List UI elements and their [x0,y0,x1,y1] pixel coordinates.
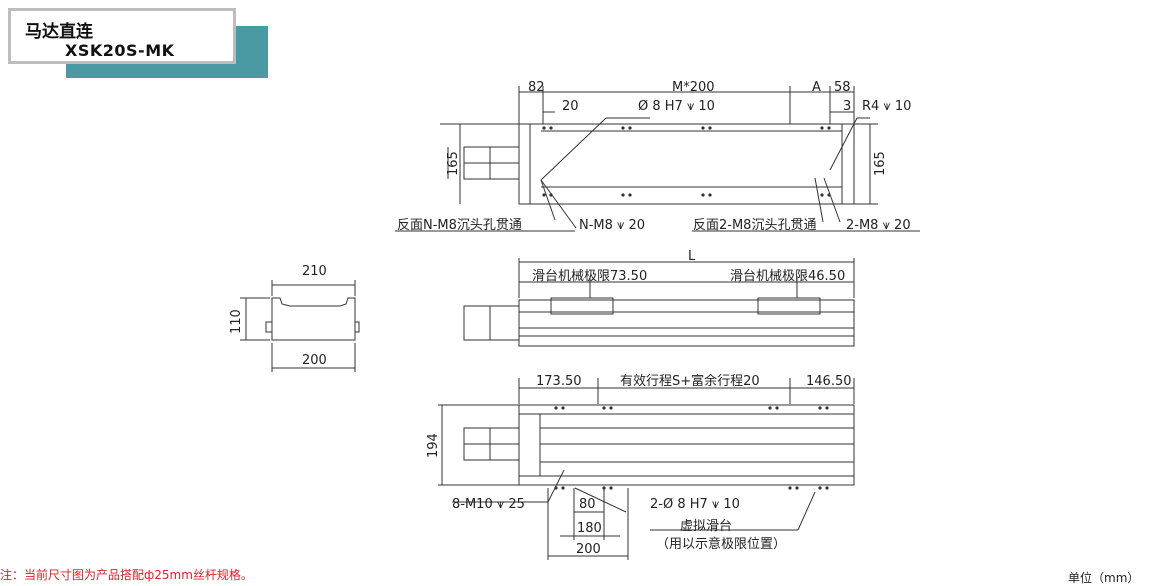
dim-110: 110 [229,309,244,334]
label-n-m8: N-M8 ⩛ 20 [579,218,645,233]
unit-label: 单位（mm） [1068,571,1140,585]
right-limit: 滑台机械极限46.50 [730,269,845,284]
side-body [518,299,855,347]
bottom-view [438,378,855,560]
dim-200-end: 200 [302,353,327,368]
left-limit: 滑台机械极限73.50 [532,269,647,284]
side-slide-left [550,297,614,315]
side-view [463,258,855,347]
dim-hole: Ø 8 H7 ⩛ 10 [638,99,715,114]
label-back-n: 反面N-M8沉头孔贯通 [397,218,522,233]
dim-r4: R4 ⩛ 10 [862,99,911,114]
model-number: XSK20S-MK [65,41,175,60]
dim-82: 82 [528,80,545,95]
top-view-labels: 82 M*200 A 58 20 Ø 8 H7 ⩛ 10 3 R4 ⩛ 10 1… [397,80,911,233]
footer-note: 注：当前尺寸图为产品搭配ф25mm丝杆规格。 [0,568,253,582]
dim-200-bottom: 200 [576,542,601,557]
top-view [395,86,920,232]
dim-80: 80 [579,497,596,512]
dim-146: 146.50 [806,374,852,389]
top-body [518,123,855,205]
side-motor [463,305,520,341]
dim-173: 173.50 [536,374,582,389]
dim-165-left: 165 [446,151,461,176]
virtual-slide: 虚拟滑台 [680,519,732,534]
dim-194: 194 [426,433,441,458]
dim-58: 58 [834,80,851,95]
dim-l: L [688,249,696,264]
dim-20: 20 [562,99,579,114]
label-2-m8: 2-M8 ⩛ 20 [846,218,911,233]
label-hole2: 2-Ø 8 H7 ⩛ 10 [650,497,740,512]
label-m10: 8-M10 ⩛ 25 [452,497,525,512]
bottom-body [518,404,855,486]
dim-m200: M*200 [672,80,715,95]
label-back-2: 反面2-M8沉头孔贯通 [693,218,816,233]
title-box: 马达直连 XSK20S-MK [8,8,236,64]
dim-165-right: 165 [873,151,888,176]
virtual-note: （用以示意极限位置） [656,536,786,552]
dim-180: 180 [577,521,602,536]
dim-3: 3 [843,99,851,114]
dim-210: 210 [302,264,327,279]
dim-a: A [812,80,821,95]
end-view [240,280,360,372]
page-title: 马达直连 [25,22,93,42]
side-slide-right [757,297,821,315]
stroke-label: 有效行程S+富余行程20 [620,373,760,389]
title-accent-bottom [66,64,268,78]
